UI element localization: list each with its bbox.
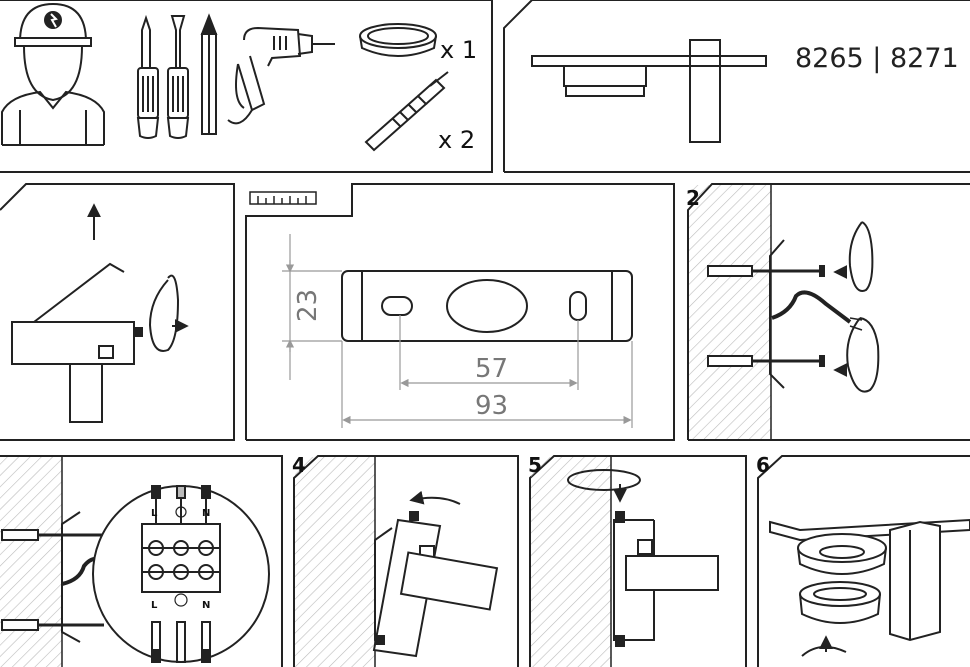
ruler-icon: [249, 191, 317, 205]
panel-step-6: 6: [756, 453, 970, 667]
drill-icon: [227, 26, 335, 125]
panel-step-4: 4: [292, 453, 519, 667]
lamp-quantity: x 1: [440, 36, 477, 64]
panel-step-3: L N L N: [0, 455, 283, 667]
panel-product: 8265 | 8271: [503, 0, 970, 173]
panel-step-2: 2: [686, 183, 970, 441]
dowel-quantity: x 2: [438, 126, 475, 154]
panel-dimensions: 23 57 93: [245, 183, 675, 441]
terminal-label-l-bottom: L: [151, 600, 158, 611]
width-dimension: 93: [475, 391, 508, 421]
panel-step-5: 5: [528, 453, 747, 667]
terminal-label-l-top: L: [151, 508, 158, 519]
terminal-label-n-top: N: [202, 508, 210, 519]
step-number-6: 6: [756, 453, 770, 477]
dimension-lines: [282, 234, 633, 428]
electrician-icon: [1, 2, 105, 146]
panel-step-1: [0, 183, 235, 441]
hole-spacing-dimension: 57: [475, 354, 508, 384]
panel-tools: x 1 x 2: [0, 0, 493, 173]
height-dimension: 23: [293, 289, 323, 322]
step-number-4: 4: [292, 453, 306, 477]
mounting-plate: [341, 270, 633, 342]
step-number-2: 2: [686, 186, 700, 210]
screwdriver-icons: [136, 14, 190, 139]
terminal-label-n-bottom: N: [202, 600, 210, 611]
wall-plug-icon: [364, 71, 449, 152]
lamp-puck-icon: [359, 23, 437, 57]
model-numbers: 8265 | 8271: [795, 43, 959, 74]
pencil-icon: [200, 13, 218, 135]
step-number-5: 5: [528, 453, 542, 477]
